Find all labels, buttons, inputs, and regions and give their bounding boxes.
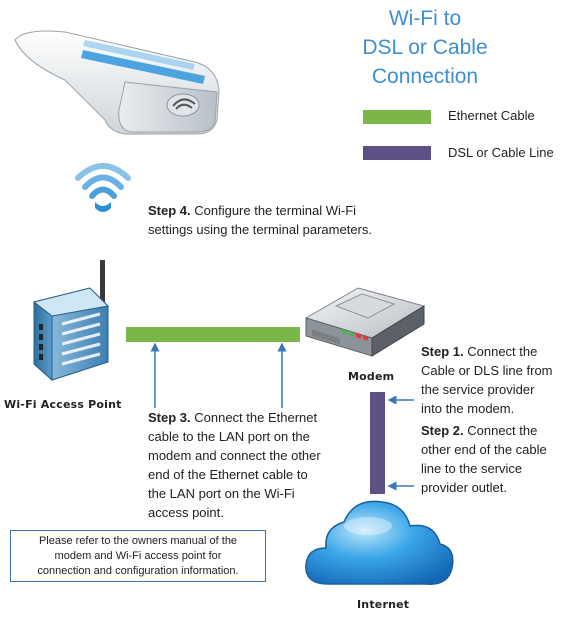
step-3-line-1: Connect the Ethernet <box>190 410 318 425</box>
wifi-router-icon <box>32 260 110 382</box>
payment-terminal-icon <box>14 30 220 135</box>
access-point-label: Wi-Fi Access Point <box>4 398 122 411</box>
legend: Ethernet Cable DSL or Cable Line <box>363 108 563 168</box>
step-3-line-6: access point. <box>148 505 224 520</box>
ethernet-cable-line <box>126 327 300 342</box>
note-line-1: Please refer to the owners manual of the <box>38 535 238 547</box>
step-4-line-1: Configure the terminal Wi-Fi <box>190 203 357 218</box>
legend-label-dsl: DSL or Cable Line <box>448 145 554 160</box>
step-1-text: Step 1. Connect the Cable or DLS line fr… <box>421 342 569 418</box>
legend-label-ethernet: Ethernet Cable <box>448 108 535 123</box>
step-1-heading: Step 1. <box>421 344 464 359</box>
step-1-line-4: into the modem. <box>421 401 515 416</box>
step-1-line-1: Connect the <box>463 344 538 359</box>
modem-label: Modem <box>348 370 395 383</box>
step-3-text: Step 3. Connect the Ethernet cable to th… <box>148 408 363 522</box>
note-line-2: modem and Wi-Fi access point for <box>54 550 222 562</box>
note-box: Please refer to the owners manual of the… <box>10 530 266 582</box>
step-2-line-3: line to the service <box>421 461 523 476</box>
internet-label: Internet <box>357 598 410 611</box>
title-line-2: DSL or Cable <box>362 36 488 59</box>
step-1-line-3: the service provider <box>421 382 535 397</box>
wifi-signal-icon <box>75 163 131 212</box>
legend-swatch-ethernet <box>363 110 431 124</box>
step-3-heading: Step 3. <box>148 410 191 425</box>
step-4-line-2: settings using the terminal parameters. <box>148 222 372 237</box>
step-3-line-5: the LAN port on the Wi-Fi <box>148 486 295 501</box>
step-2-line-2: other end of the cable <box>421 442 547 457</box>
title-line-1: Wi-Fi to <box>388 7 462 30</box>
step-2-text: Step 2. Connect the other end of the cab… <box>421 421 569 497</box>
step-4-heading: Step 4. <box>148 203 191 218</box>
legend-swatch-dsl <box>363 146 431 160</box>
dsl-cable-line <box>370 392 385 494</box>
internet-cloud-icon <box>305 500 454 585</box>
modem-icon <box>304 287 426 357</box>
step-1-line-2: Cable or DLS line from <box>421 363 553 378</box>
step-2-line-1: Connect the <box>463 423 538 438</box>
step-3-line-4: end of the Ethernet cable to <box>148 467 308 482</box>
step-2-heading: Step 2. <box>421 423 464 438</box>
diagram-title: Wi-Fi to DSL or Cable Connection <box>340 4 510 91</box>
note-line-3: connection and configuration information… <box>37 565 239 577</box>
step-3-line-2: cable to the LAN port on the <box>148 429 310 444</box>
step-4-text: Step 4. Configure the terminal Wi-Fi set… <box>148 201 448 239</box>
step-3-line-3: modem and connect the other <box>148 448 321 463</box>
title-line-3: Connection <box>371 65 479 88</box>
step-2-line-4: provider outlet. <box>421 480 507 495</box>
